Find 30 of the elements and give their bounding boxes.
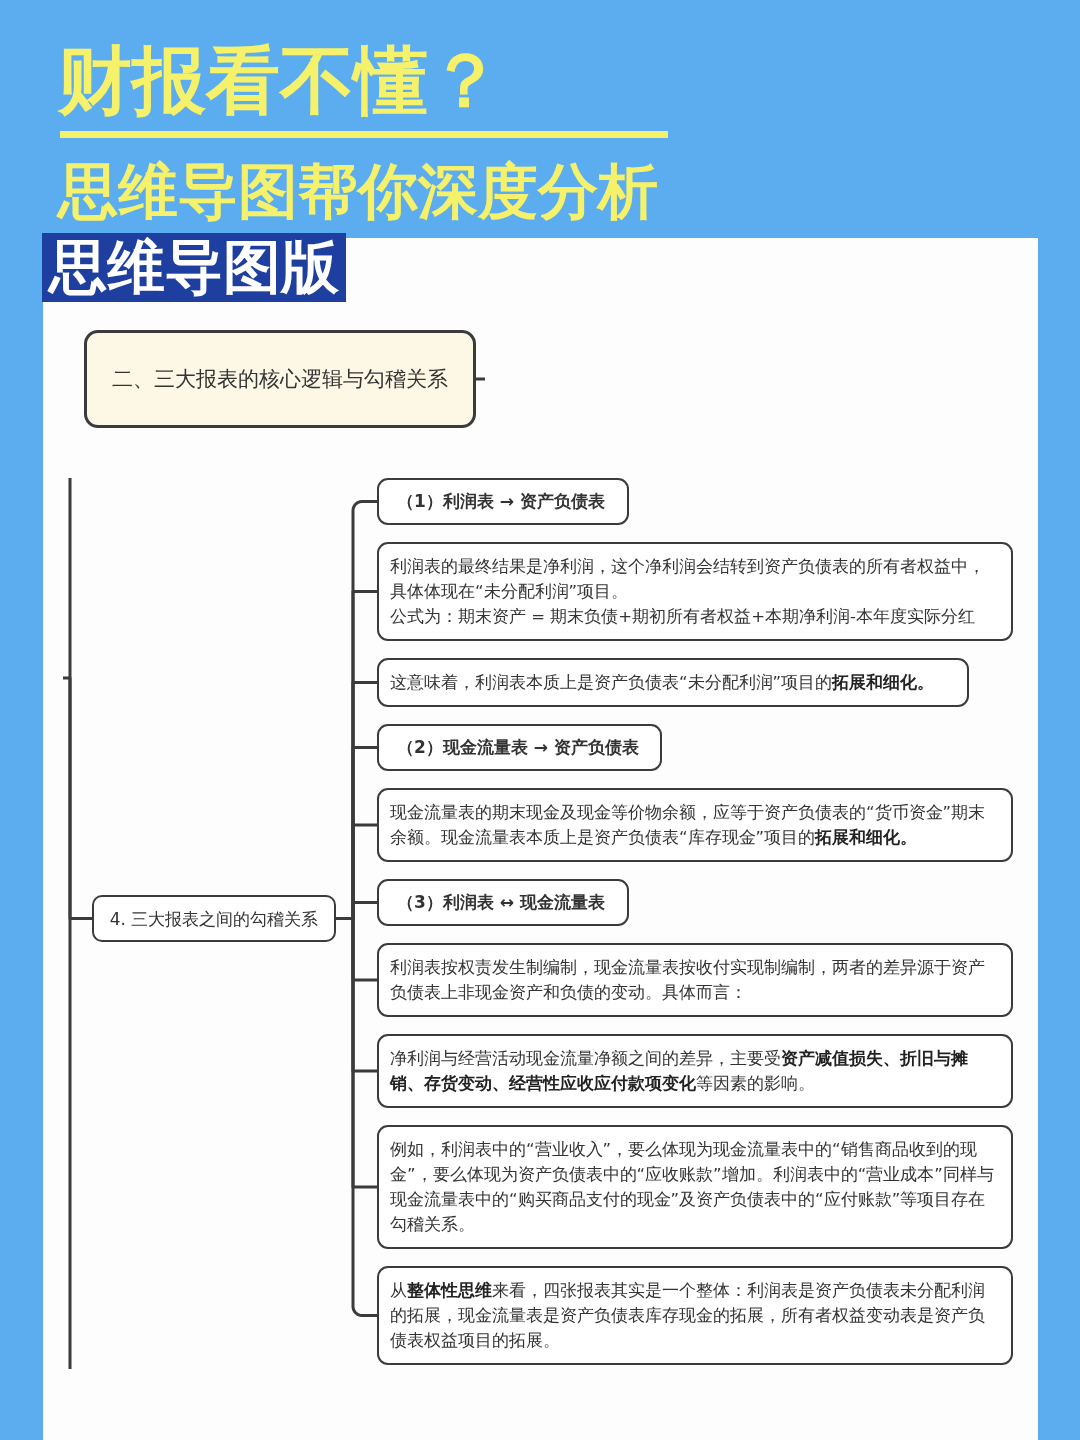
note-text: 利润表的最终结果是净利润，这个净利润会结转到资产负债表的所有者权益中，具体体现在“未分配利润”项目。 [390, 556, 986, 603]
title: 财报看不懂？ [58, 36, 502, 125]
note-box [377, 1034, 1013, 1108]
subtitle: 思维导图帮你深度分析 [58, 156, 658, 226]
note-box [377, 658, 969, 707]
note-text: 公式为：期末资产 = 期末负债+期初所有者权益+本期净利润-本年度实际分红 [390, 606, 975, 628]
subtopic-box [377, 724, 662, 771]
note-text: 这意味着，利润表本质上是资产负债表“未分配利润”项目的拓展和细化。 [390, 672, 935, 694]
branch-topic-box [92, 895, 336, 942]
note-box [377, 1266, 1013, 1365]
subtopic-box [377, 879, 629, 926]
note-text: 现金流量表的期末现金及现金等价物余额，应等于资产负债表的“货币资金”期末余额。现金流量表本质上是资产负债表“库存现金”项目的拓展和细化。 [390, 802, 987, 849]
connector-line [476, 377, 485, 381]
note-box [377, 1125, 1013, 1249]
subtopic-box [377, 478, 629, 525]
note-text: 例如，利润表中的“营业收入”，要么体现为现金流量表中的“销售商品收到的现金”，要么体现为资产负债表中的“应收账款”增加。利润表中的“营业成本”同样与现金流量表中的“购买商品支付的现金”及资产负债表中的“应付账款”等项目存在勾稽关系。 [390, 1139, 995, 1236]
note-box [377, 542, 1013, 641]
version-tag: 思维导图版 [42, 233, 346, 302]
note-text: 从整体性思维来看，四张报表其实是一个整体：利润表是资产负债表未分配利润的拓展，现金流量表是资产负债表库存现金的拓展，所有者权益变动表是资产负债表权益项目的拓展。 [390, 1280, 986, 1352]
note-box [377, 943, 1013, 1017]
topic-text: 二、三大报表的核心逻辑与勾稽关系 [112, 366, 448, 393]
note-box [377, 788, 1013, 862]
note-text: 净利润与经营活动现金流量净额之间的差异，主要受资产减值损失、折旧与摊销、存货变动、经营性应收应付款项变化等因素的影响。 [390, 1048, 969, 1095]
connector-line [63, 676, 92, 920]
root-topic-box [84, 330, 476, 428]
note-text: 利润表按权责发生制编制，现金流量表按收付实现制编制，两者的差异源于资产负债表上非现金资产和负债的变动。具体而言： [390, 957, 986, 1004]
subtopic-text: （3）利润表 ↔ 现金流量表 [397, 891, 605, 914]
subtopic-text: （1）利润表 → 资产负债表 [397, 490, 605, 513]
subtopic-text: （2）现金流量表 → 资产负债表 [397, 736, 639, 759]
topic-text: 4. 三大报表之间的勾稽关系 [109, 907, 319, 931]
